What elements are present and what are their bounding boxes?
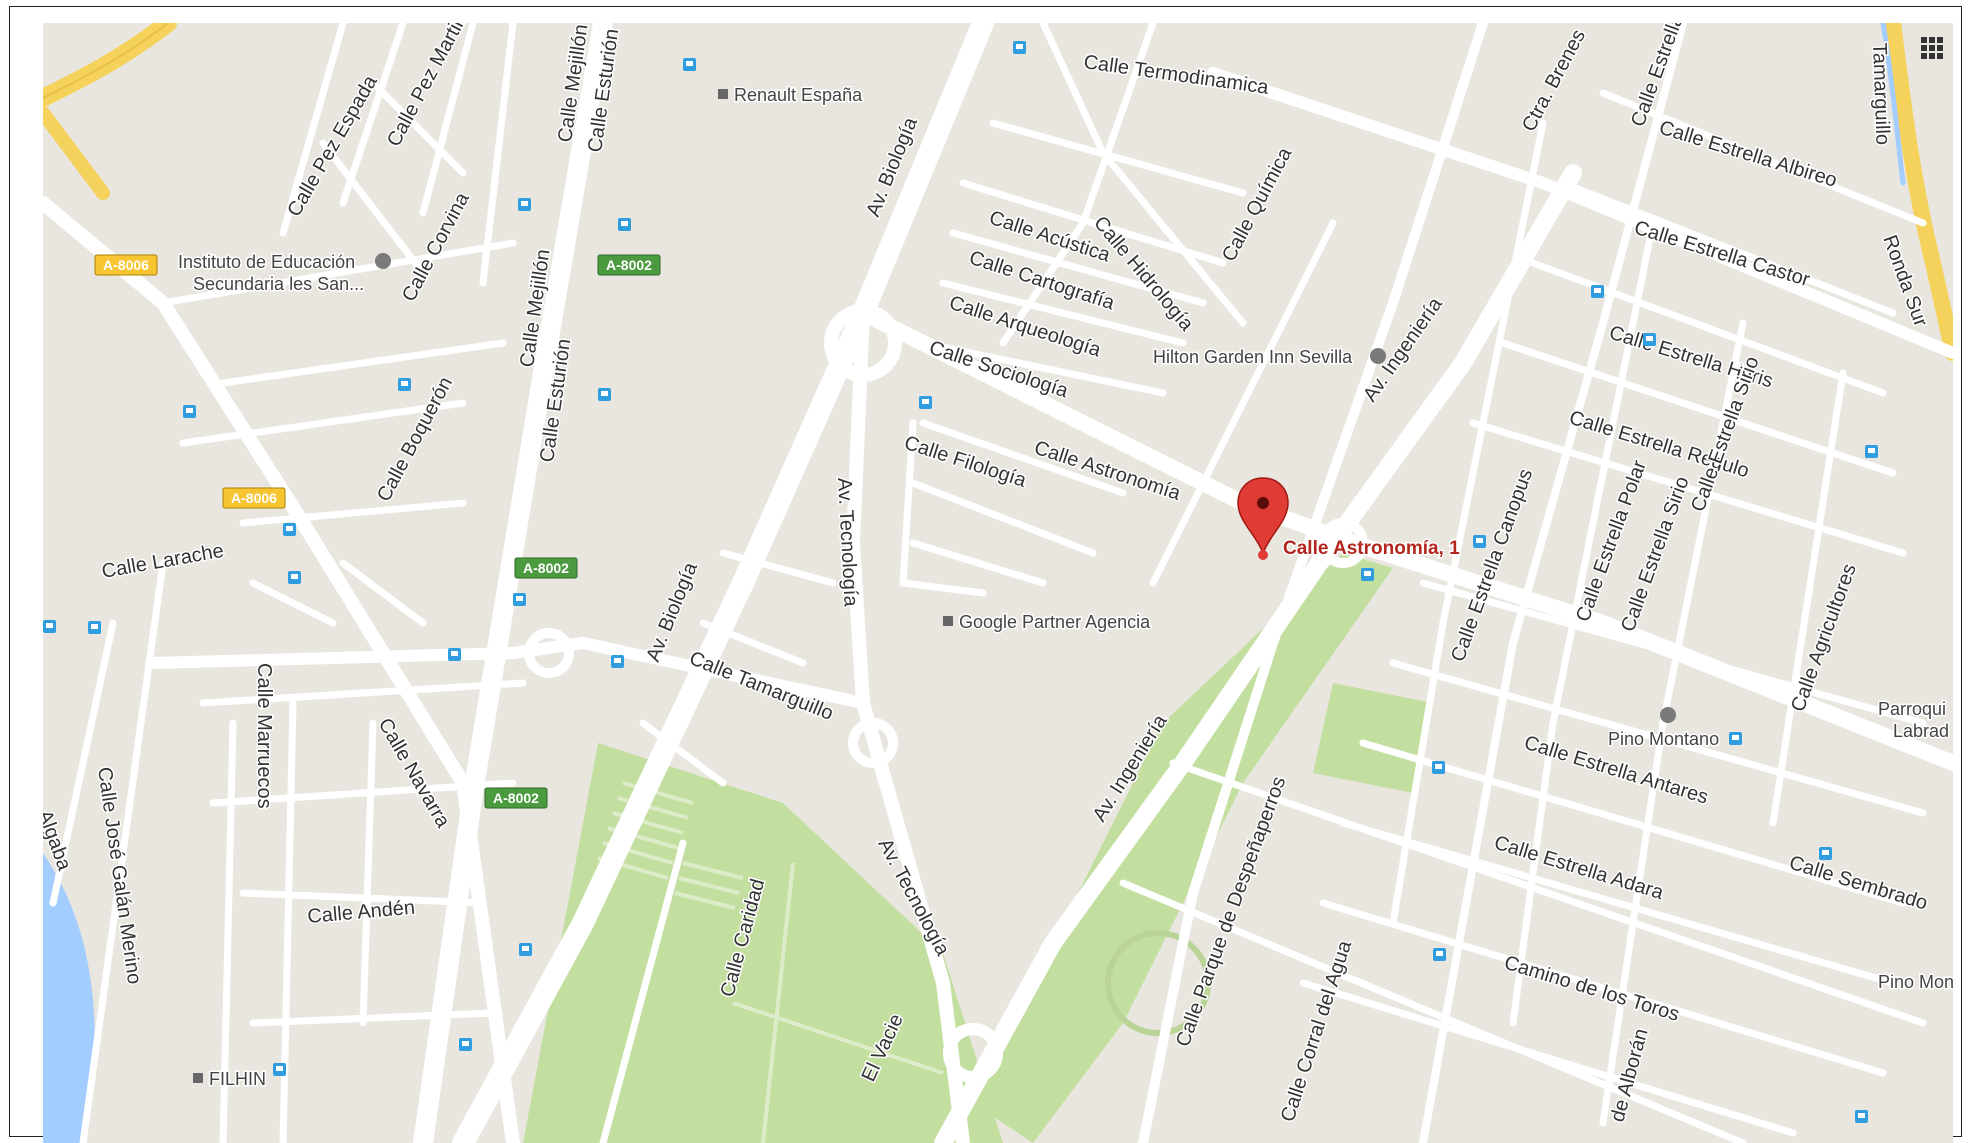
marker-label: Calle Astronomía, 1 bbox=[1283, 538, 1460, 559]
bus-stop-icon[interactable] bbox=[183, 405, 196, 418]
bus-stop-icon[interactable] bbox=[288, 571, 301, 584]
bus-stop-icon[interactable] bbox=[43, 620, 56, 633]
poi-label[interactable]: Pino Mon bbox=[1877, 971, 1954, 994]
apps-grid-icon[interactable] bbox=[1921, 37, 1943, 59]
bus-stop-icon[interactable] bbox=[598, 388, 611, 401]
route-shield: A-8002 bbox=[514, 557, 578, 579]
route-shield: A-8002 bbox=[597, 254, 661, 276]
bus-stop-icon[interactable] bbox=[1013, 41, 1026, 54]
poi-shop-icon[interactable]: Pino Montano bbox=[1607, 707, 1721, 751]
route-shield: A-8006 bbox=[222, 487, 286, 509]
poi-name: Parroqui bbox=[1878, 699, 1946, 719]
bus-stop-icon[interactable] bbox=[1433, 948, 1446, 961]
school-icon bbox=[375, 253, 391, 269]
bus-stop-icon[interactable] bbox=[1865, 445, 1878, 458]
bus-stop-icon[interactable] bbox=[1361, 568, 1374, 581]
poi-name: Renault España bbox=[734, 85, 863, 105]
park-square bbox=[1313, 683, 1433, 793]
transit-stops bbox=[43, 41, 1878, 1123]
marker-dot bbox=[1257, 497, 1269, 509]
street-label: Tamarguillo bbox=[1868, 42, 1894, 145]
square-icon bbox=[718, 89, 728, 99]
park-south bbox=[523, 743, 1003, 1143]
bus-stop-icon[interactable] bbox=[519, 943, 532, 956]
poi-square-icon[interactable]: Google Partner Agencia bbox=[943, 611, 1153, 634]
bus-stop-icon[interactable] bbox=[919, 396, 932, 409]
bus-stop-icon[interactable] bbox=[1855, 1110, 1868, 1123]
square-icon bbox=[943, 616, 953, 626]
park-circle bbox=[1105, 930, 1211, 1036]
poi-square-icon[interactable]: FILHIN bbox=[193, 1068, 268, 1091]
bus-stop-icon[interactable] bbox=[1643, 333, 1656, 346]
street-label: Calle Marruecos bbox=[253, 663, 275, 809]
bus-stop-icon[interactable] bbox=[683, 58, 696, 71]
route-shield: A-8006 bbox=[94, 254, 158, 276]
bus-stop-icon[interactable] bbox=[88, 621, 101, 634]
bus-stop-icon[interactable] bbox=[618, 218, 631, 231]
poi-name-line2: Secundaria les San... bbox=[193, 274, 364, 294]
location-marker[interactable]: Calle Astronomía, 1 bbox=[1237, 477, 1462, 561]
route-shield-text: A-8002 bbox=[606, 257, 652, 273]
bus-stop-icon[interactable] bbox=[611, 655, 624, 668]
bus-stop-icon[interactable] bbox=[398, 378, 411, 391]
bus-stop-icon[interactable] bbox=[459, 1038, 472, 1051]
marker-ground-dot bbox=[1258, 550, 1268, 560]
park-linear bbox=[973, 553, 1393, 1143]
bus-stop-icon[interactable] bbox=[1729, 732, 1742, 745]
bus-stop-icon[interactable] bbox=[283, 523, 296, 536]
road-network bbox=[43, 23, 1953, 1143]
bus-stop-icon[interactable] bbox=[1591, 285, 1604, 298]
bus-stop-icon[interactable] bbox=[1819, 847, 1832, 860]
bus-stop-icon[interactable] bbox=[448, 648, 461, 661]
poi-name: FILHIN bbox=[209, 1069, 266, 1089]
highway-lines bbox=[43, 23, 1953, 361]
square-icon bbox=[193, 1073, 203, 1083]
bus-stop-icon[interactable] bbox=[1432, 761, 1445, 774]
poi-square-icon[interactable]: Renault España bbox=[718, 84, 865, 107]
poi-hotel-icon[interactable]: Hilton Garden Inn Sevilla bbox=[1152, 346, 1386, 369]
route-shield: A-8002 bbox=[484, 787, 548, 809]
bus-stop-icon[interactable] bbox=[1473, 535, 1486, 548]
route-shield-text: A-8002 bbox=[523, 560, 569, 576]
route-shield-text: A-8006 bbox=[231, 490, 277, 506]
route-shield-text: A-8006 bbox=[103, 257, 149, 273]
poi-name: Pino Montano bbox=[1608, 729, 1719, 749]
river-water bbox=[43, 853, 95, 1143]
poi-name: Pino Mon bbox=[1878, 972, 1953, 992]
minor-road-network bbox=[49, 23, 1927, 1143]
bus-stop-icon[interactable] bbox=[273, 1063, 286, 1076]
hotel-icon bbox=[1370, 348, 1386, 364]
poi-name-line2: Labrad bbox=[1893, 721, 1949, 741]
shop-icon bbox=[1660, 707, 1676, 723]
route-shield-text: A-8002 bbox=[493, 790, 539, 806]
bus-stop-icon[interactable] bbox=[513, 593, 526, 606]
poi-name: Instituto de Educación bbox=[178, 252, 355, 272]
poi-name: Hilton Garden Inn Sevilla bbox=[1153, 347, 1353, 367]
bus-stop-icon[interactable] bbox=[518, 198, 531, 211]
park-paths bbox=[597, 781, 944, 1143]
poi-name: Google Partner Agencia bbox=[959, 612, 1151, 632]
